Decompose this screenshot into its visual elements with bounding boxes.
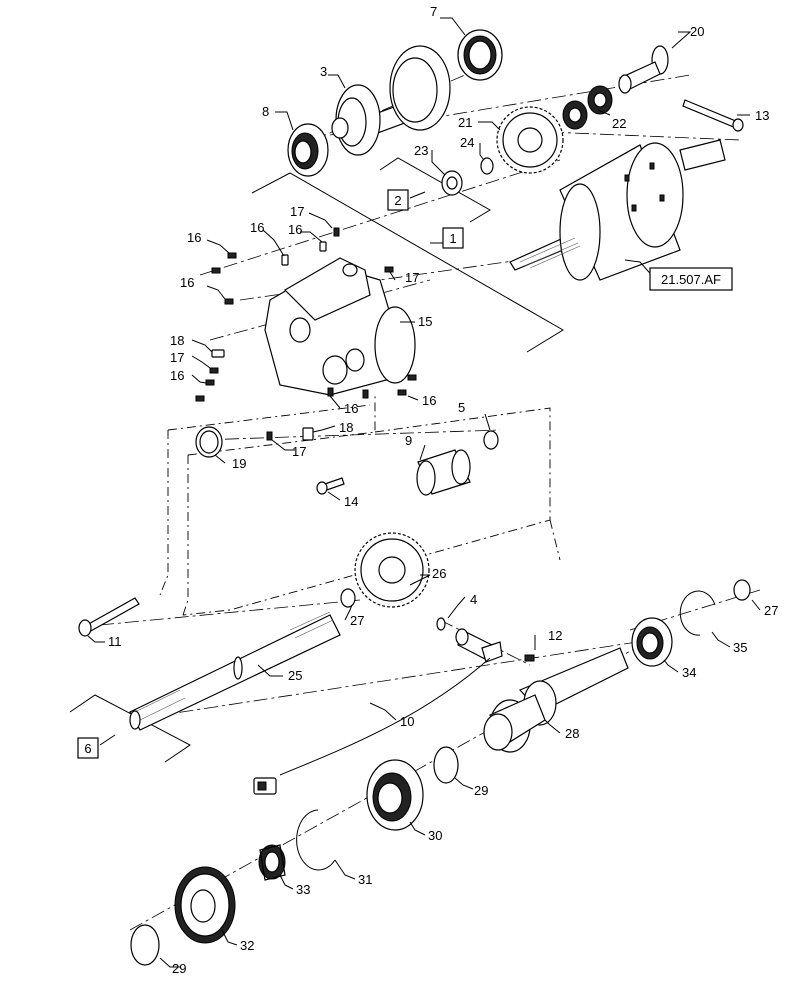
part-4-ring xyxy=(436,617,446,631)
part-30-bearing xyxy=(366,759,424,831)
part-label-16b: 16 xyxy=(187,230,201,245)
part-12-screw xyxy=(524,654,535,662)
part-label-17a: 17 xyxy=(290,204,304,219)
part-label-28: 28 xyxy=(565,726,579,741)
part-label-27a: 27 xyxy=(350,613,364,628)
part-label-17b: 17 xyxy=(405,270,419,285)
reference-label: 21.507.AF xyxy=(661,272,721,287)
reference-box: 21.507.AF xyxy=(649,267,733,291)
part-label-25: 25 xyxy=(288,668,302,683)
part-label-16c: 16 xyxy=(288,222,302,237)
part-32-gear xyxy=(174,866,236,944)
part-11-bolt xyxy=(78,597,140,637)
group-label-1: 1 xyxy=(442,227,464,249)
part-label-29a: 29 xyxy=(474,783,488,798)
part-label-29b: 29 xyxy=(172,961,186,976)
part-13-bolt xyxy=(682,99,744,132)
part-8-bearing xyxy=(287,123,329,177)
part-label-16g: 16 xyxy=(422,393,436,408)
part-label-5: 5 xyxy=(458,400,465,415)
part-label-27b: 27 xyxy=(764,603,778,618)
part-20-pin xyxy=(618,45,669,94)
part-label-18b: 18 xyxy=(339,420,353,435)
part-33-needle-bearing xyxy=(258,844,286,881)
part-label-12: 12 xyxy=(548,628,562,643)
part-21-gear xyxy=(496,106,564,174)
part-label-23: 23 xyxy=(414,143,428,158)
part-label-16e: 16 xyxy=(170,368,184,383)
part-29-snap-ring-lower xyxy=(130,924,160,966)
part-label-13: 13 xyxy=(755,108,769,123)
part-label-11: 11 xyxy=(108,634,122,649)
part-27-snap-ring-lower xyxy=(733,579,751,601)
part-label-32: 32 xyxy=(240,938,254,953)
part-labels: 3 4 5 7 8 9 10 11 12 13 14 15 16 16 16 1… xyxy=(108,4,778,976)
part-label-34: 34 xyxy=(682,665,696,680)
part-14-bolt xyxy=(316,477,345,495)
part-24-snap-ring xyxy=(480,157,494,175)
part-7-seal xyxy=(457,29,503,81)
part-label-16f: 16 xyxy=(344,401,358,416)
part-label-21: 21 xyxy=(458,115,472,130)
part-label-18a: 18 xyxy=(170,333,184,348)
part-label-6: 6 xyxy=(84,741,91,756)
part-label-8: 8 xyxy=(262,104,269,119)
part-label-20: 20 xyxy=(690,24,704,39)
part-5-snap-ring xyxy=(483,430,499,450)
group-label-2: 2 xyxy=(387,189,409,211)
group-label-6: 6 xyxy=(77,737,99,759)
part-label-3: 3 xyxy=(320,64,327,79)
part-label-14: 14 xyxy=(344,494,358,509)
part-label-4: 4 xyxy=(470,592,477,607)
part-label-16a: 16 xyxy=(250,220,264,235)
part-label-24: 24 xyxy=(460,135,474,150)
part-label-17c: 17 xyxy=(170,350,184,365)
alignment-dashed-frame xyxy=(159,395,561,616)
plug-set xyxy=(195,227,417,441)
part-label-2: 2 xyxy=(394,193,401,208)
part-label-22: 22 xyxy=(612,116,626,131)
part-29-snap-ring-upper xyxy=(433,746,459,784)
part-34-bearing xyxy=(631,617,673,667)
part-label-7: 7 xyxy=(430,4,437,19)
part-3-shaft xyxy=(331,45,451,156)
part-label-26: 26 xyxy=(432,566,446,581)
part-label-33: 33 xyxy=(296,882,310,897)
part-label-9: 9 xyxy=(405,433,412,448)
part-10-sensor xyxy=(253,628,503,795)
part-23-washer xyxy=(441,170,463,196)
part-label-35: 35 xyxy=(733,640,747,655)
part-27-snap-ring-upper xyxy=(340,588,356,608)
part-label-30: 30 xyxy=(428,828,442,843)
part-35-snap-ring xyxy=(679,590,716,636)
part-31-snap-ring xyxy=(296,809,336,871)
part-19-snap-ring xyxy=(195,426,223,458)
part-label-19: 19 xyxy=(232,456,246,471)
part-9-sleeve xyxy=(416,449,471,496)
part-26-gear xyxy=(354,532,430,608)
part-label-17d: 17 xyxy=(292,444,306,459)
motor-assembly xyxy=(509,139,726,281)
part-15-housing xyxy=(264,257,416,396)
part-label-31: 31 xyxy=(358,872,372,887)
part-28-sleeve xyxy=(483,647,629,753)
part-label-15: 15 xyxy=(418,314,432,329)
part-25-shaft xyxy=(129,611,341,731)
leader-lines xyxy=(87,17,761,968)
part-label-1: 1 xyxy=(449,231,456,246)
part-22-needle-bearings xyxy=(562,85,613,130)
part-label-16d: 16 xyxy=(180,275,194,290)
part-label-10: 10 xyxy=(400,714,414,729)
